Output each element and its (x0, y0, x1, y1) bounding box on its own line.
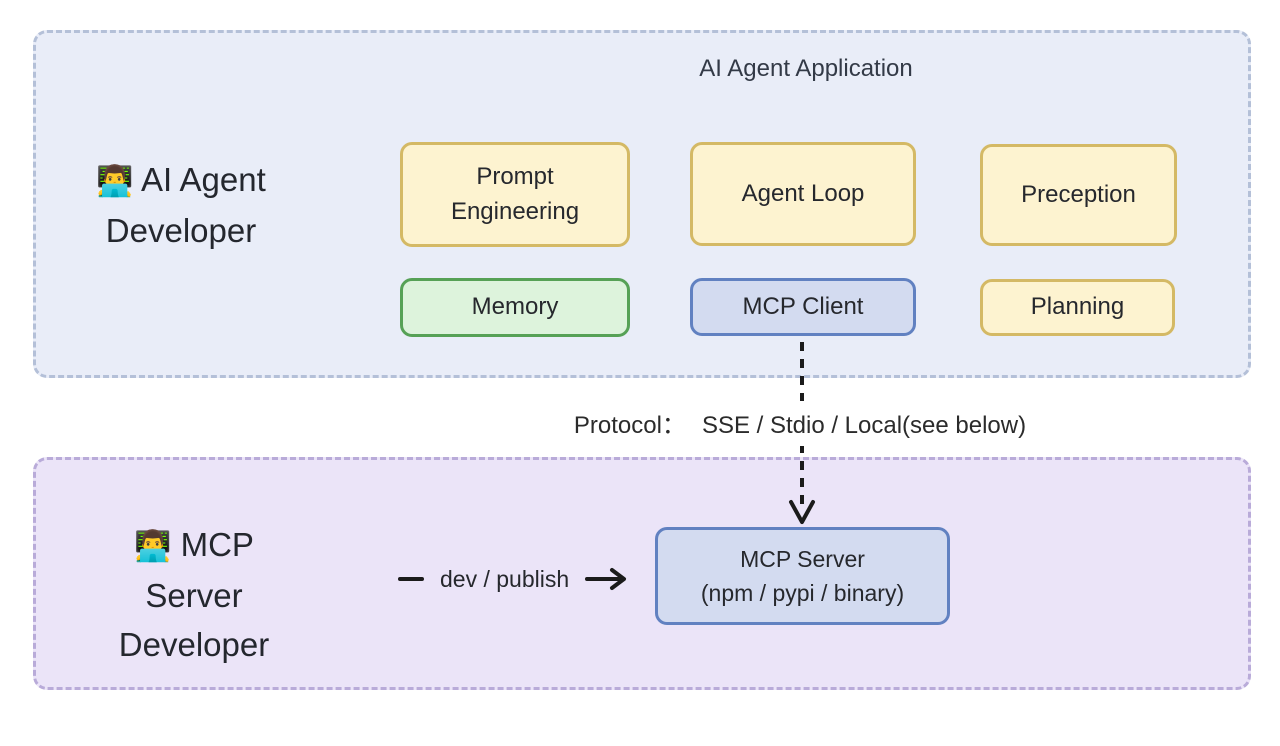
box-mcp-client: MCP Client (690, 278, 916, 336)
protocol-caption-label: Protocol： (573, 412, 686, 439)
ai-agent-developer-line1: 👨‍💻 AI Agent (76, 155, 286, 206)
mcp-server-developer-name: MCP Server (145, 526, 254, 614)
ai-agent-developer-label: 👨‍💻 AI Agent Developer (76, 155, 286, 255)
box-planning: Planning (980, 279, 1175, 336)
ai-agent-developer-line2: Developer (105, 212, 257, 249)
mcp-server-developer-label: 👨‍💻 MCP Server Developer (82, 520, 306, 669)
protocol-caption: Protocol： SSE / Stdio / Local(see below) (450, 401, 1150, 446)
box-planning-label: Planning (1030, 293, 1125, 321)
technologist-emoji: 👨‍💻 (96, 165, 134, 198)
box-mcp-server: MCP Server (npm / pypi / binary) (655, 527, 950, 625)
box-memory-label: Memory (471, 293, 559, 321)
mcp-server-section: 👨‍💻 MCP Server Developer dev / publish M… (33, 457, 1251, 690)
agent-section-title: AI Agent Application (699, 55, 913, 82)
box-prompt-engineering: Prompt Engineering (400, 142, 630, 247)
box-mcp-client-label: MCP Client (742, 292, 864, 320)
agent-application-section: AI Agent Application 👨‍💻 AI Agent Develo… (33, 30, 1251, 378)
mcp-server-developer-line2: Developer (118, 626, 270, 663)
box-agent-loop: Agent Loop (690, 142, 916, 246)
box-preception: Preception (980, 144, 1177, 246)
connector-dash-icon (398, 577, 424, 581)
box-prompt-engineering-label: Prompt Engineering (450, 162, 580, 225)
protocol-caption-value: SSE / Stdio / Local(see below) (701, 412, 1027, 439)
ai-agent-developer-name: AI Agent (140, 161, 266, 198)
right-arrow-icon (585, 568, 627, 590)
box-mcp-server-line2: (npm / pypi / binary) (700, 580, 905, 606)
box-agent-loop-label: Agent Loop (741, 179, 865, 207)
protocol-dashed-arrow-icon (789, 342, 815, 524)
dev-publish-connector: dev / publish (398, 561, 666, 597)
technologist-emoji: 👨‍💻 (134, 530, 172, 563)
box-mcp-server-line1: MCP Server (740, 545, 865, 572)
box-preception-label: Preception (1021, 180, 1136, 208)
box-memory: Memory (400, 278, 630, 337)
mcp-server-developer-line1: 👨‍💻 MCP Server (82, 520, 306, 620)
dev-publish-label: dev / publish (440, 565, 570, 592)
